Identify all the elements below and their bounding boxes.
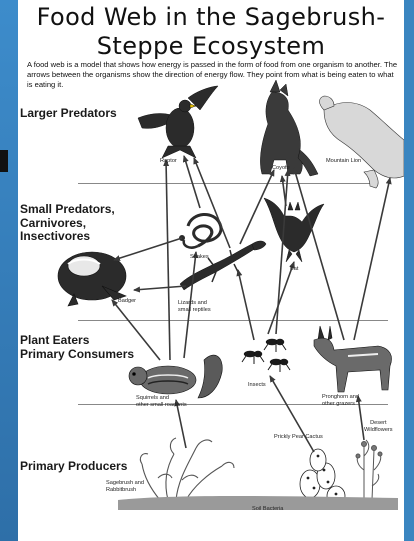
label-desert-line-2: Wildflowers bbox=[364, 427, 393, 434]
arrow-snakes-to-badger bbox=[114, 238, 182, 260]
cropped-glyph-fragment bbox=[0, 150, 8, 172]
arrow-snakes-to-raptor bbox=[184, 156, 200, 208]
label-sagebrush: Sagebrush and Rabbitbrush bbox=[106, 480, 144, 493]
snake-illustration bbox=[179, 214, 221, 247]
worksheet-page: Food Web in the Sagebrush- Steppe Ecosys… bbox=[18, 0, 404, 541]
bat-illustration bbox=[264, 198, 324, 262]
label-lizards: Lizards and small reptiles bbox=[178, 300, 211, 313]
label-soil-bacteria: Soil Bacteria bbox=[252, 506, 283, 513]
label-sagebrush-line-2: Rabbitbrush bbox=[106, 487, 144, 494]
label-desert-line-1: Desert bbox=[364, 420, 393, 427]
label-squirrels-line-1: Squirrels and bbox=[136, 395, 187, 402]
label-snakes: Snakes bbox=[190, 254, 209, 261]
raptor-illustration bbox=[138, 86, 218, 158]
arrow-lizard-to-badger bbox=[134, 286, 186, 290]
arrow-squirrel-to-badger bbox=[112, 300, 160, 360]
arrow-insects-to-coyote bbox=[276, 170, 288, 334]
label-badger: Badger bbox=[118, 298, 136, 305]
desert-wildflowers-illustration bbox=[356, 440, 382, 500]
arrow-squirrel-to-raptor bbox=[166, 160, 170, 360]
label-pronghorn-line-1: Pronghorn and bbox=[322, 394, 359, 401]
left-blue-band bbox=[0, 0, 18, 541]
label-insects: Insects bbox=[248, 382, 266, 389]
arrow-pronghorn-to-lion bbox=[354, 178, 390, 340]
label-prickly-pear: Prickly Pear Cactus bbox=[274, 434, 323, 441]
label-pronghorn-line-2: other grazers bbox=[322, 401, 359, 408]
label-raptor: Raptor bbox=[160, 158, 177, 165]
label-sagebrush-line-1: Sagebrush and bbox=[106, 480, 144, 487]
right-blue-band bbox=[404, 0, 414, 541]
label-squirrels-line-2: other small roadents bbox=[136, 402, 187, 409]
label-pronghorn: Pronghorn and other grazers bbox=[322, 394, 359, 407]
squirrel-illustration bbox=[129, 355, 222, 398]
arrow-pronghorn-to-coyote bbox=[294, 168, 344, 340]
label-squirrels: Squirrels and other small roadents bbox=[136, 395, 187, 408]
mountain-lion-illustration bbox=[320, 96, 405, 188]
label-lizards-line-2: small reptiles bbox=[178, 307, 211, 314]
arrow-insects-to-lizard bbox=[238, 270, 254, 340]
insects-illustration bbox=[242, 339, 290, 372]
arrow-cactus-to-insects bbox=[270, 376, 314, 452]
food-web-diagram bbox=[18, 0, 404, 541]
label-desert-wildflowers: Desert Wildflowers bbox=[364, 420, 393, 433]
label-coyote: Coyote bbox=[272, 165, 290, 172]
label-lizards-line-1: Lizards and bbox=[178, 300, 211, 307]
pronghorn-illustration bbox=[314, 326, 392, 392]
label-mountain-lion: Mountain Lion bbox=[326, 158, 361, 165]
label-bat: Bat bbox=[290, 266, 298, 273]
sagebrush-illustration bbox=[140, 438, 234, 500]
coyote-illustration bbox=[260, 80, 318, 176]
